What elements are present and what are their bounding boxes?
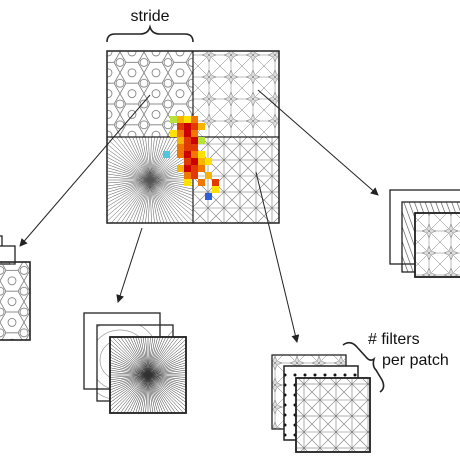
heatmap-cell (177, 123, 184, 130)
heatmap-cell (170, 130, 177, 137)
heatmap-cell (205, 158, 212, 165)
heatmap-cell (184, 179, 191, 186)
heatmap-cell (184, 144, 191, 151)
filters-label-line1: # filters (368, 331, 420, 348)
heatmap-cell (170, 116, 177, 123)
patch-triangle-grid (193, 137, 279, 223)
heatmap-cell (198, 179, 205, 186)
arrow-to-center-right-stack (255, 171, 300, 343)
heatmap-cell (198, 137, 205, 144)
heatmap-cell (184, 123, 191, 130)
heatmap-cell (184, 158, 191, 165)
heatmap-cell (184, 151, 191, 158)
heatmap-cell (177, 116, 184, 123)
heatmap-cell (191, 172, 198, 179)
saliency-heatmap (163, 116, 219, 200)
heatmap-cell (198, 165, 205, 172)
input-image (106, 50, 280, 224)
heatmap-cell (177, 144, 184, 151)
heatmap-cell (191, 144, 198, 151)
heatmap-cell (191, 116, 198, 123)
arrow-to-right-stack (257, 89, 379, 196)
heatmap-cell (177, 165, 184, 172)
heatmap-cell (212, 186, 219, 193)
heatmap-cell (191, 151, 198, 158)
center-right-stack (271, 354, 371, 453)
heatmap-cell (198, 123, 205, 130)
filters-label-line2: per patch (382, 352, 449, 369)
filters-brace (342, 341, 385, 393)
arrow-to-center-left-stack (116, 227, 143, 303)
stride-label: stride (130, 8, 169, 25)
heatmap-cell (198, 158, 205, 165)
heatmap-cell (177, 130, 184, 137)
heatmap-cell (184, 137, 191, 144)
heatmap-cell (191, 137, 198, 144)
heatmap-cell (184, 165, 191, 172)
left-stack (0, 235, 31, 341)
right-stack (389, 189, 460, 278)
heatmap-cell (184, 172, 191, 179)
heatmap-cell (198, 151, 205, 158)
heatmap-cell (163, 151, 170, 158)
heatmap-cell (191, 158, 198, 165)
heatmap-cell (177, 151, 184, 158)
heatmap-cell (191, 123, 198, 130)
heatmap-cell (212, 179, 219, 186)
arrow-to-left-stack (19, 94, 151, 247)
center-left-stack (83, 312, 187, 414)
stride-brace (106, 24, 194, 43)
heatmap-cell (177, 137, 184, 144)
heatmap-cell (191, 165, 198, 172)
patch-star-lattice (193, 51, 279, 137)
heatmap-cell (184, 116, 191, 123)
heatmap-cell (205, 172, 212, 179)
heatmap-cell (191, 130, 198, 137)
heatmap-cell (184, 130, 191, 137)
heatmap-cell (205, 193, 212, 200)
